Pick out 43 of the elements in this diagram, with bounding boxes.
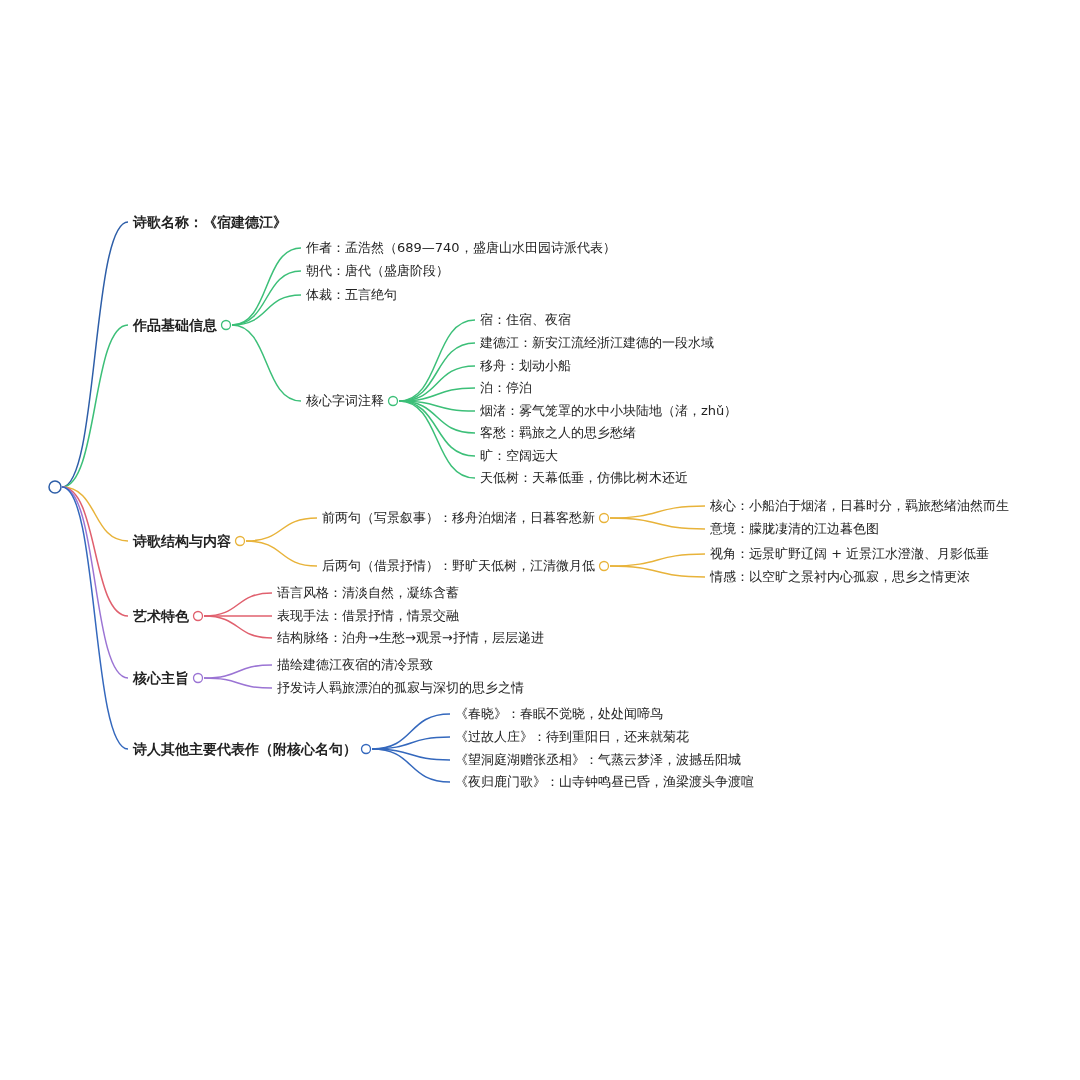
branch-heading: 诗人其他主要代表作（附核心名句）	[133, 740, 357, 758]
topic-text: 旷：空阔远大	[480, 447, 558, 465]
topic-text: 移舟：划动小船	[480, 357, 571, 375]
topic-text: 结构脉络：泊舟→生愁→观景→抒情，层层递进	[277, 629, 544, 647]
topic-text: 《望洞庭湖赠张丞相》：气蒸云梦泽，波撼岳阳城	[455, 751, 741, 769]
topic-text: 泊：停泊	[480, 379, 532, 397]
branch-line	[609, 517, 706, 530]
topic-text: 核心：小船泊于烟渚，日暮时分，羁旅愁绪油然而生	[710, 497, 1009, 515]
topic-text: 后两句（借景抒情）：野旷天低树，江清微月低	[322, 557, 595, 575]
topic-text: 《过故人庄》：待到重阳日，还来就菊花	[455, 728, 689, 746]
topic-text: 抒发诗人羁旅漂泊的孤寂与深切的思乡之情	[277, 679, 524, 697]
branch-heading: 作品基础信息	[133, 316, 217, 334]
branch-line	[245, 540, 318, 567]
topic-text: 朝代：唐代（盛唐阶段）	[306, 262, 449, 280]
branch-line	[203, 677, 273, 689]
branch-line	[203, 615, 273, 639]
branch-line	[61, 486, 129, 542]
topic-text: 表现手法：借景抒情，情景交融	[277, 607, 459, 625]
topic-text: 《夜归鹿门歌》：山寺钟鸣昼已昏，渔梁渡头争渡喧	[455, 773, 754, 791]
branch-heading: 诗歌名称：《宿建德江》	[133, 213, 287, 231]
topic-text: 作者：孟浩然（689—740，盛唐山水田园诗派代表）	[306, 239, 616, 257]
topic-text: 《春晓》：春眠不觉晓，处处闻啼鸟	[455, 705, 663, 723]
topic-text: 天低树：天幕低垂，仿佛比树木还近	[480, 469, 688, 487]
topic-text: 体裁：五言绝句	[306, 286, 397, 304]
topic-text: 建德江：新安江流经浙江建德的一段水域	[480, 334, 714, 352]
topic-text: 客愁：羁旅之人的思乡愁绪	[480, 424, 636, 442]
branch-heading: 核心主旨	[133, 669, 189, 687]
topic-text: 意境：朦胧凄清的江边暮色图	[710, 520, 879, 538]
branch-heading: 诗歌结构与内容	[133, 532, 231, 550]
topic-text: 语言风格：清淡自然，凝练含蓄	[277, 584, 459, 602]
topic-text: 宿：住宿、夜宿	[480, 311, 571, 329]
branch-line	[231, 324, 302, 402]
topic-text: 烟渚：雾气笼罩的水中小块陆地（渚，zhǔ）	[480, 402, 738, 420]
branch-line	[609, 565, 706, 578]
branch-line	[231, 294, 302, 326]
branch-line	[371, 748, 451, 783]
topic-text: 视角：远景旷野辽阔 + 近景江水澄澈、月影低垂	[710, 545, 990, 563]
topic-text: 核心字词注释	[306, 392, 384, 410]
topic-text: 描绘建德江夜宿的清冷景致	[277, 656, 433, 674]
topic-text: 情感：以空旷之景衬内心孤寂，思乡之情更浓	[710, 568, 970, 586]
branch-line	[61, 486, 129, 750]
topic-text: 前两句（写景叙事）：移舟泊烟渚，日暮客愁新	[322, 509, 595, 527]
branch-heading: 艺术特色	[133, 607, 189, 625]
